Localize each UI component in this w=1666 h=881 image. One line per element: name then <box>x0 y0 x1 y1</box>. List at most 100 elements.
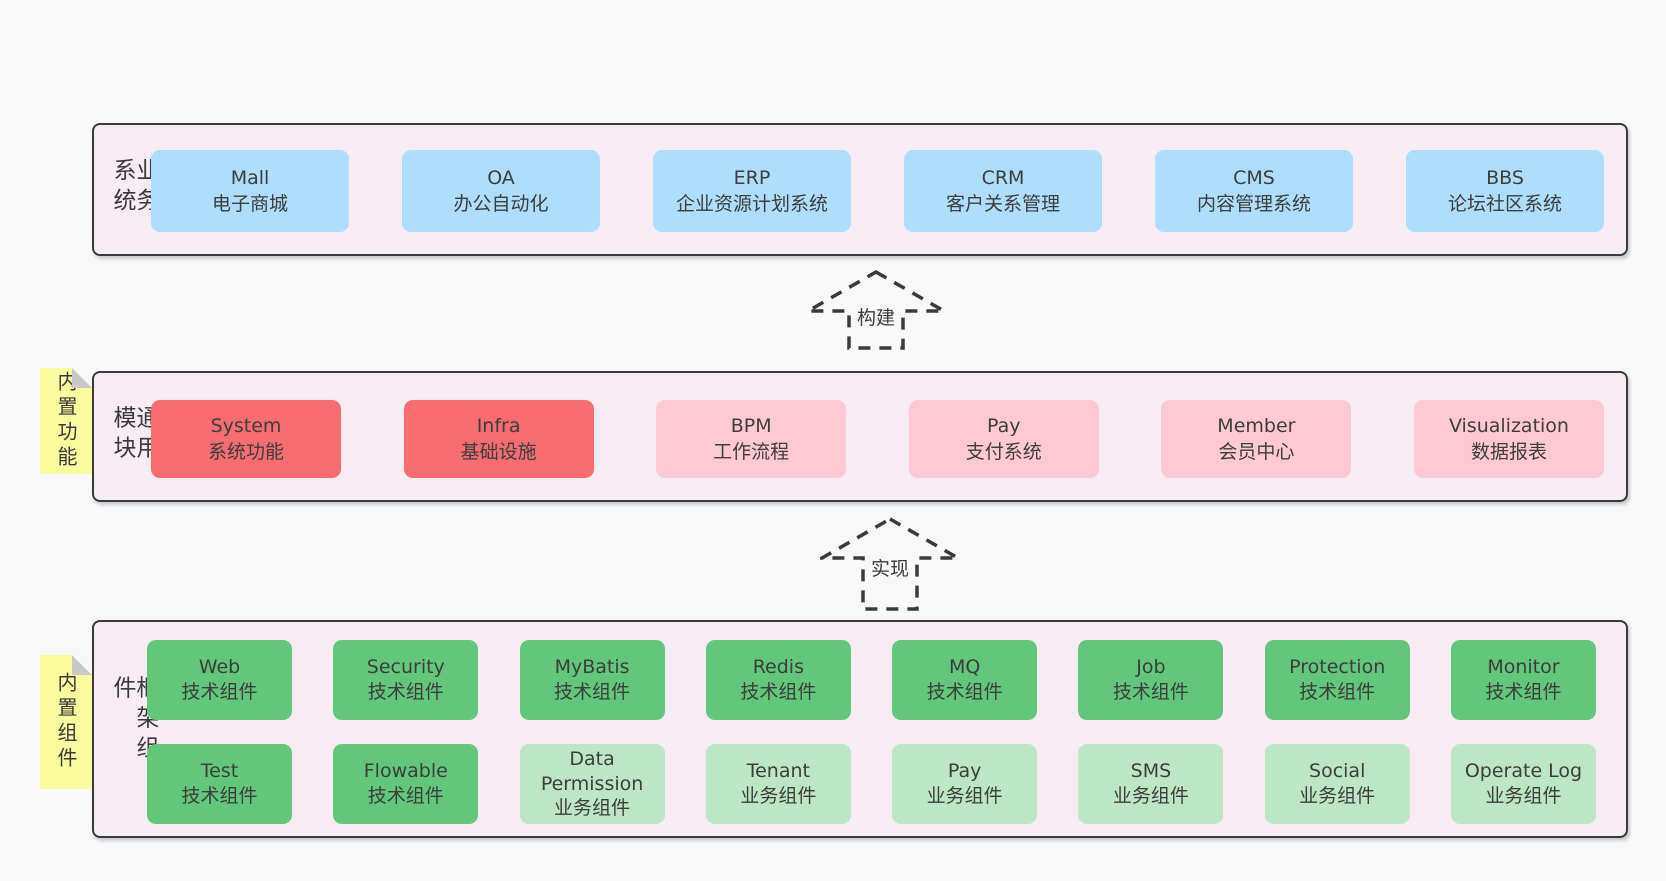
box-subtitle: 客户关系管理 <box>945 193 1060 215</box>
builtin-features-note: 内置功能 <box>40 368 92 474</box>
box-subtitle: 技术组件 <box>181 681 258 703</box>
business-systems-label: 业务系统 <box>109 157 158 218</box>
box-subtitle: 业务组件 <box>740 785 817 807</box>
box-web: Web 技术组件 <box>147 640 292 720</box>
box-subtitle: 技术组件 <box>554 681 631 703</box>
box-title: Redis <box>752 656 804 679</box>
box-social: Social 业务组件 <box>1264 744 1410 824</box>
box-title: MQ <box>948 656 981 679</box>
box-title: Web <box>198 656 241 679</box>
box-subtitle: 技术组件 <box>367 681 444 703</box>
box-monitor: Monitor 技术组件 <box>1450 640 1596 720</box>
box-subtitle: 论坛社区系统 <box>1447 193 1562 215</box>
box-infra: Infra 基础设施 <box>403 400 594 478</box>
box-subtitle: 内容管理系统 <box>1196 193 1311 215</box>
common-modules-label: 通用模块 <box>109 404 158 465</box>
box-subtitle: 技术组件 <box>740 681 817 703</box>
box-title: Test <box>200 760 239 783</box>
common-modules-container: 通用模块 System 系统功能 Infra 基础设施 BPM 工作流程 Pay… <box>92 371 1628 502</box>
box-subtitle: 企业资源计划系统 <box>675 193 828 215</box>
note-fold-icon <box>72 368 92 388</box>
box-title: SMS <box>1130 760 1172 783</box>
box-title: Member <box>1217 414 1296 437</box>
box-subtitle: 技术组件 <box>1299 681 1376 703</box>
box-title: ERP <box>733 166 771 189</box>
box-mall: Mall 电子商城 <box>151 150 349 232</box>
box-mq: MQ 技术组件 <box>892 640 1038 720</box>
box-bbs: BBS 论坛社区系统 <box>1406 150 1604 232</box>
box-title: Monitor <box>1487 656 1560 679</box>
framework-row-1: Web 技术组件 Security 技术组件 MyBatis 技术组件 Redi… <box>147 640 1596 720</box>
arrow-implement: 实现 <box>820 517 960 611</box>
box-title: Tenant <box>746 760 810 783</box>
business-systems-container: 业务系统 Mall 电子商城 OA 办公自动化 ERP 企业资源计划系统 CRM… <box>92 123 1628 256</box>
box-title: Pay <box>947 760 982 783</box>
box-title: Protection <box>1289 656 1386 679</box>
box-crm: CRM 客户关系管理 <box>904 150 1102 232</box>
box-title: Operate Log <box>1464 760 1583 783</box>
box-job: Job 技术组件 <box>1078 640 1224 720</box>
box-title: BPM <box>730 414 772 437</box>
box-title: Visualization <box>1448 414 1569 437</box>
box-subtitle: 技术组件 <box>926 681 1003 703</box>
box-protection: Protection 技术组件 <box>1264 640 1410 720</box>
box-subtitle: 技术组件 <box>1485 681 1562 703</box>
box-subtitle: 会员中心 <box>1218 441 1295 463</box>
box-subtitle: 技术组件 <box>367 785 444 807</box>
builtin-components-note-label: 内置组件 <box>54 672 78 772</box>
box-mybatis: MyBatis 技术组件 <box>519 640 665 720</box>
common-modules-row: System 系统功能 Infra 基础设施 BPM 工作流程 Pay 支付系统… <box>151 400 1604 478</box>
box-title: Infra <box>476 414 521 437</box>
framework-row-2: Test 技术组件 Flowable 技术组件 Data Permission … <box>147 744 1596 824</box>
box-operate-log: Operate Log 业务组件 <box>1450 744 1596 824</box>
box-subtitle: 业务组件 <box>1112 785 1189 807</box>
box-subtitle: 数据报表 <box>1470 441 1547 463</box>
box-subtitle: 工作流程 <box>713 441 790 463</box>
box-title: Security <box>366 656 445 679</box>
dashed-up-arrow-icon <box>820 517 960 611</box>
box-title: Data Permission <box>540 747 644 795</box>
box-flowable: Flowable 技术组件 <box>333 744 479 824</box>
box-data-permission: Data Permission 业务组件 <box>519 744 665 824</box>
box-subtitle: 支付系统 <box>965 441 1042 463</box>
box-title: Social <box>1309 760 1366 783</box>
box-title: Pay <box>987 414 1021 437</box>
box-pay-component: Pay 业务组件 <box>892 744 1038 824</box>
box-subtitle: 业务组件 <box>554 797 631 820</box>
box-subtitle: 业务组件 <box>926 785 1003 807</box>
builtin-components-note: 内置组件 <box>40 655 92 789</box>
box-title: CRM <box>981 166 1025 189</box>
box-subtitle: 业务组件 <box>1299 785 1376 807</box>
box-subtitle: 电子商城 <box>211 193 288 215</box>
box-title: Mall <box>230 166 270 189</box>
arrow-build-label: 构建 <box>851 302 901 331</box>
box-system: System 系统功能 <box>151 400 341 478</box>
framework-components-container: 框架组件 Web 技术组件 Security 技术组件 MyBatis 技术组件… <box>92 620 1628 838</box>
arrow-build: 构建 <box>806 270 946 350</box>
box-oa: OA 办公自动化 <box>402 150 600 232</box>
box-test: Test 技术组件 <box>147 744 292 824</box>
dashed-up-arrow-icon <box>806 270 946 350</box>
box-subtitle: 技术组件 <box>181 785 258 807</box>
box-title: Flowable <box>363 760 448 783</box>
box-title: Job <box>1136 656 1166 679</box>
box-subtitle: 办公自动化 <box>453 193 549 215</box>
box-sms: SMS 业务组件 <box>1078 744 1224 824</box>
box-member: Member 会员中心 <box>1161 400 1352 478</box>
note-fold-icon <box>72 655 92 675</box>
box-subtitle: 技术组件 <box>1112 681 1189 703</box>
box-erp: ERP 企业资源计划系统 <box>653 150 851 232</box>
box-title: System <box>210 414 282 437</box>
box-security: Security 技术组件 <box>333 640 479 720</box>
box-subtitle: 业务组件 <box>1485 785 1562 807</box>
box-bpm: BPM 工作流程 <box>656 400 847 478</box>
box-title: OA <box>487 166 515 189</box>
box-title: MyBatis <box>554 656 630 679</box>
box-redis: Redis 技术组件 <box>705 640 851 720</box>
box-title: CMS <box>1233 166 1275 189</box>
box-subtitle: 系统功能 <box>207 441 284 463</box>
box-pay-system: Pay 支付系统 <box>908 400 1099 478</box>
box-cms: CMS 内容管理系统 <box>1155 150 1353 232</box>
business-systems-row: Mall 电子商城 OA 办公自动化 ERP 企业资源计划系统 CRM 客户关系… <box>151 150 1604 232</box>
box-title: BBS <box>1486 166 1524 189</box>
